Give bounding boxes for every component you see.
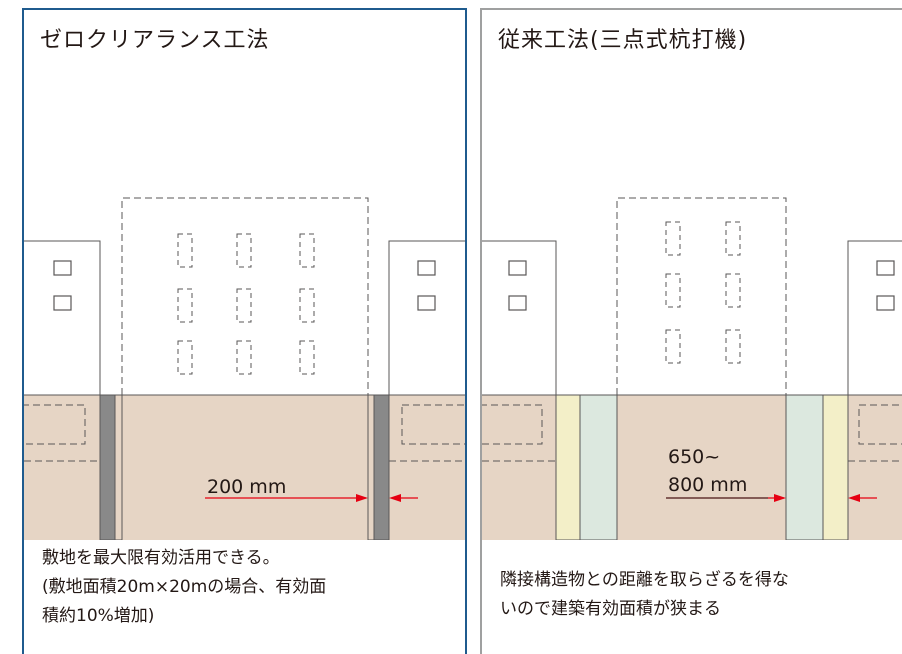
planned-building-windows bbox=[665, 221, 741, 364]
clearance-dimension-label-line1: 650~ bbox=[668, 446, 720, 468]
conventional-method-title: 従来工法(三点式杭打機) bbox=[498, 28, 748, 53]
building-window bbox=[417, 295, 436, 311]
caption-line: (敷地面積20m×20mの場合、有効面 bbox=[42, 577, 327, 597]
caption-line: 積約10%増加) bbox=[42, 606, 155, 626]
building-window bbox=[417, 260, 436, 276]
building-window bbox=[508, 295, 527, 311]
neighbor-foundation-right bbox=[858, 404, 902, 445]
conventional-method-scene: 650~ 800 mm bbox=[482, 197, 902, 540]
neighbor-foundation-left bbox=[482, 404, 543, 445]
clearance-dimension-label: 200 mm bbox=[207, 476, 286, 498]
building-window bbox=[508, 260, 527, 276]
pile-left bbox=[579, 394, 618, 540]
neighbor-foundation-left bbox=[24, 404, 86, 445]
building-window bbox=[53, 295, 72, 311]
caption-line: 隣接構造物との距離を取らざるを得な bbox=[500, 570, 789, 590]
building-window bbox=[53, 260, 72, 276]
pile-edge bbox=[114, 394, 123, 540]
planned-building-windows bbox=[177, 233, 315, 375]
building-window bbox=[876, 295, 895, 311]
zero-clearance-title: ゼロクリアランス工法 bbox=[40, 28, 270, 53]
caption-line: 敷地を最大限有効活用できる。 bbox=[42, 548, 280, 568]
zero-clearance-scene: 200 mm bbox=[24, 197, 465, 540]
zero-clearance-caption: 敷地を最大限有効活用できる。 (敷地面積20m×20mの場合、有効面 積約10%… bbox=[42, 544, 326, 631]
pile-right bbox=[367, 394, 375, 540]
conventional-method-caption: 隣接構造物との距離を取らざるを得な いので建築有効面積が狭まる bbox=[500, 566, 789, 624]
arrowhead-icon bbox=[389, 494, 401, 502]
pile-core bbox=[373, 394, 390, 540]
pile-casing-right bbox=[822, 394, 849, 540]
planned-building-outline bbox=[121, 197, 369, 395]
caption-line: いので建築有効面積が狭まる bbox=[500, 599, 721, 619]
pile-casing-left bbox=[555, 394, 581, 540]
pile-left bbox=[99, 394, 116, 540]
neighbor-foundation-right bbox=[401, 404, 465, 445]
arrowhead-icon bbox=[848, 494, 860, 502]
arrowhead-icon bbox=[774, 494, 786, 502]
building-window bbox=[876, 260, 895, 276]
neighbor-building-right bbox=[388, 240, 465, 396]
pile-right bbox=[785, 394, 824, 540]
conventional-method-panel: 従来工法(三点式杭打機) 650~ 800 mm bbox=[480, 8, 902, 654]
arrowhead-icon bbox=[356, 494, 368, 502]
clearance-dimension-label-line2: 800 mm bbox=[668, 474, 747, 496]
zero-clearance-panel: ゼロクリアランス工法 200 mm bbox=[22, 8, 467, 654]
ground bbox=[24, 395, 465, 540]
planned-building-outline bbox=[616, 197, 787, 395]
